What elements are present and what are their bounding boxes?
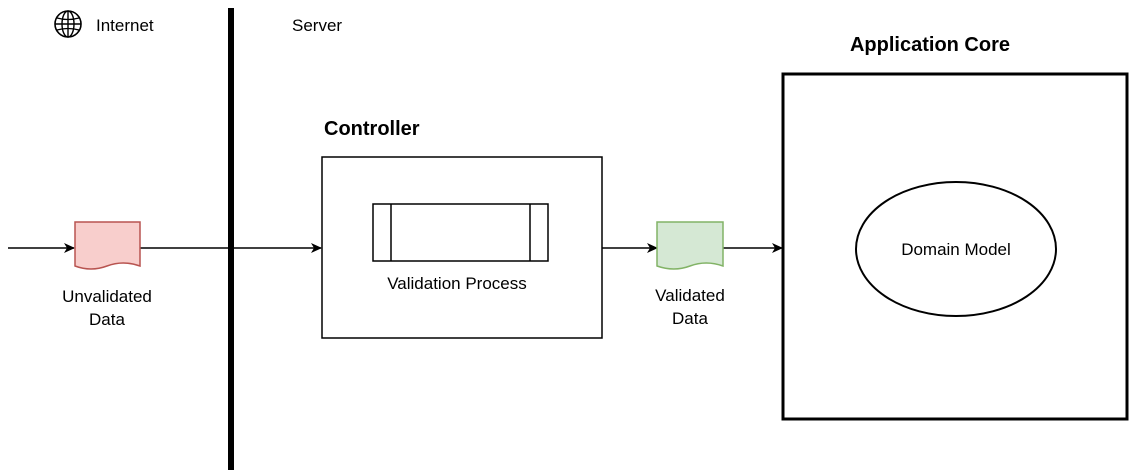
validated-data-label-line1: Validated	[655, 286, 725, 305]
unvalidated-data-label-line1: Unvalidated	[62, 287, 152, 306]
internet-label: Internet	[96, 16, 154, 35]
validated-data-label-line2: Data	[672, 309, 708, 328]
application-core-title: Application Core	[850, 34, 1010, 56]
domain-model-label: Domain Model	[901, 240, 1011, 259]
validation-process-label: Validation Process	[387, 274, 527, 293]
unvalidated-data-document	[74, 221, 141, 270]
server-label: Server	[292, 16, 342, 35]
controller-title: Controller	[324, 118, 420, 140]
validation-process-node	[372, 203, 549, 262]
validated-data-document	[656, 221, 724, 270]
domain-model-node	[855, 181, 1057, 317]
globe-icon	[54, 10, 82, 38]
unvalidated-data-label-line2: Data	[89, 310, 125, 329]
